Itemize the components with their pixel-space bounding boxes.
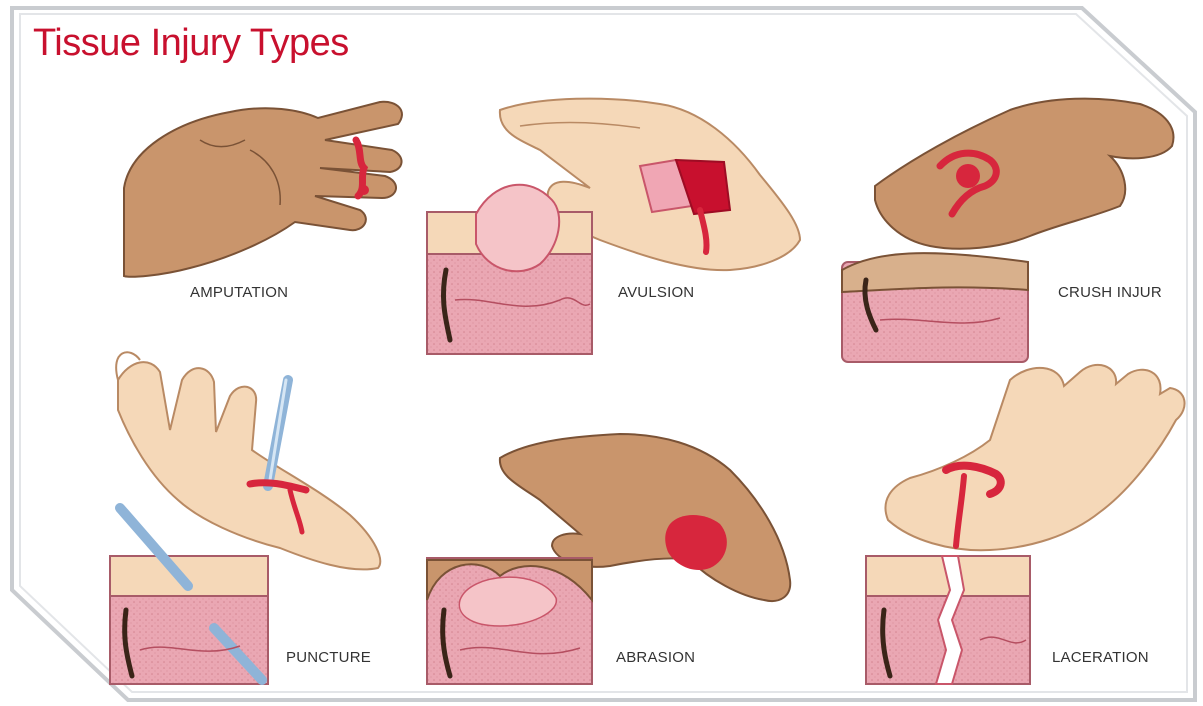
slide-title: Tissue Injury Types <box>33 22 349 65</box>
label-laceration: LACERATION <box>1052 649 1149 666</box>
label-avulsion: AVULSION <box>618 284 694 301</box>
label-puncture: PUNCTURE <box>286 649 371 666</box>
label-crush-injury: CRUSH INJUR <box>1058 284 1162 301</box>
label-abrasion: ABRASION <box>616 649 695 666</box>
label-amputation: AMPUTATION <box>190 284 288 301</box>
